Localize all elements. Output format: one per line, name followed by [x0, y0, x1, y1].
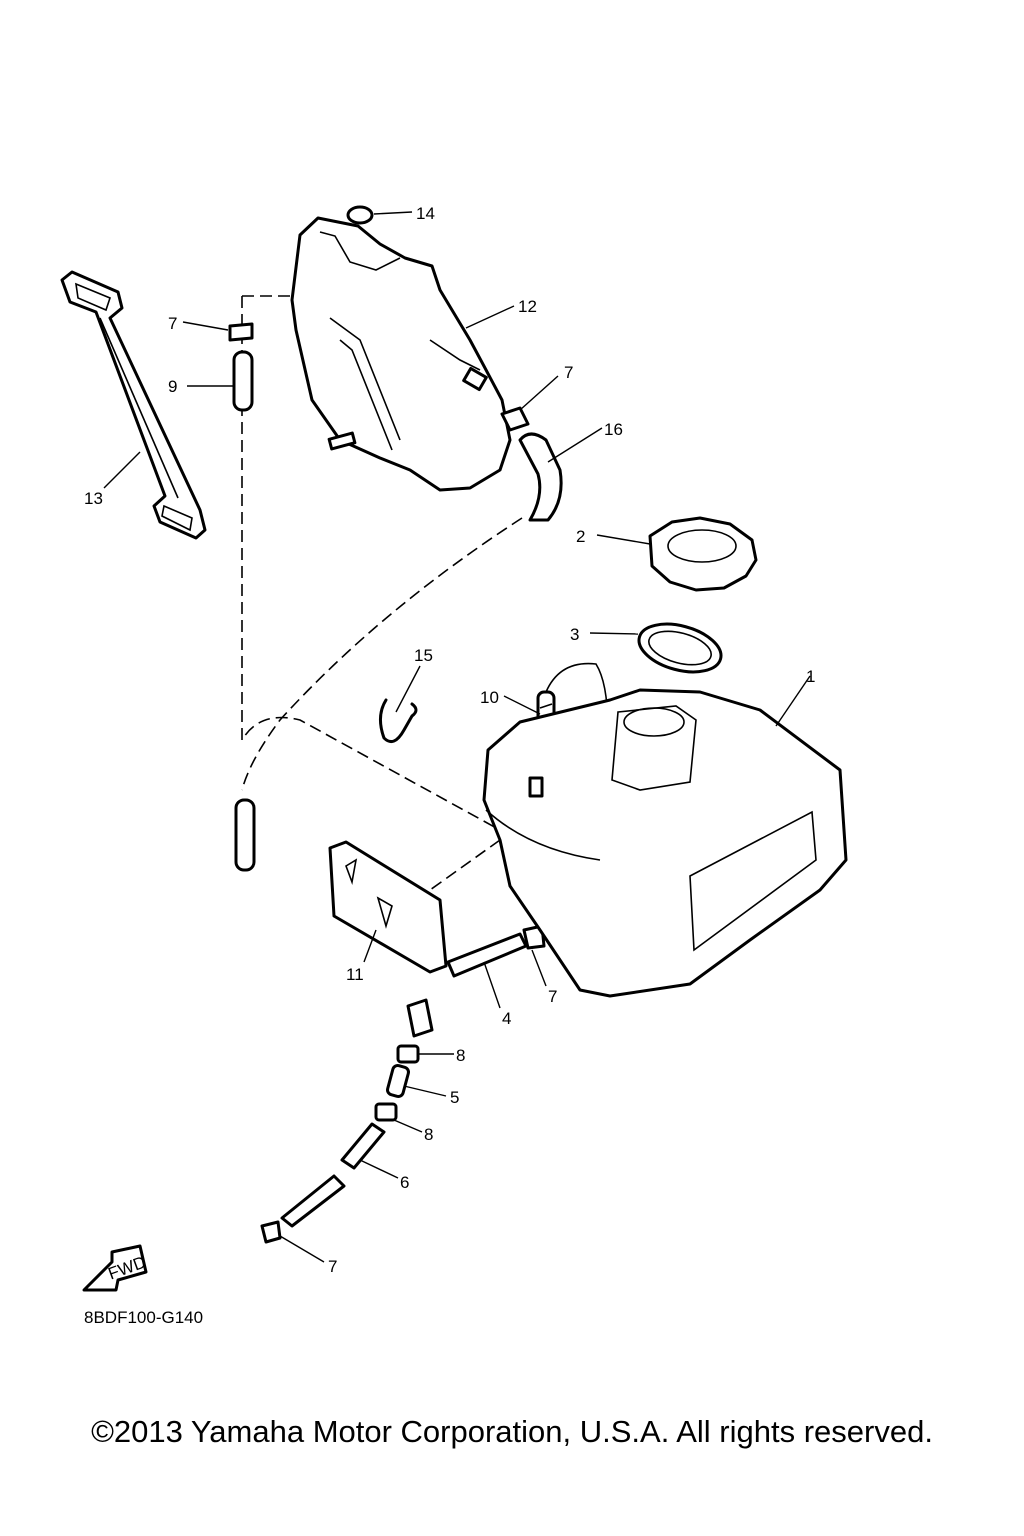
hose-part-9 [232, 350, 254, 412]
filter-part-5 [386, 1064, 410, 1098]
callout-7-upper-right: 7 [564, 363, 573, 382]
callout-3: 3 [570, 625, 579, 644]
hose-end [234, 798, 256, 872]
callout-7-upper-left: 7 [168, 314, 177, 333]
callout-7-middle: 7 [548, 987, 557, 1006]
clip-part-7-upper-left [228, 322, 254, 342]
hose-part-16 [518, 432, 563, 522]
callout-6: 6 [400, 1173, 409, 1192]
clamp-part-8-upper [396, 1044, 420, 1064]
callout-13: 13 [84, 489, 103, 508]
callout-7-lower: 7 [328, 1257, 337, 1276]
plug-part-14 [346, 205, 374, 225]
forward-arrow-icon: FWD [82, 1244, 149, 1292]
callout-16: 16 [604, 420, 623, 439]
clip-part-7-middle [522, 924, 546, 950]
routing-lines [241, 295, 523, 891]
clip-part-7-lower [260, 1220, 282, 1244]
callout-8-lower: 8 [424, 1125, 433, 1144]
callout-15: 15 [414, 646, 433, 665]
diagram-code: 8BDF100-G140 [84, 1308, 204, 1327]
strap-part-13 [60, 270, 207, 540]
callout-5: 5 [450, 1088, 459, 1107]
cap-part-2 [648, 516, 758, 592]
tank-part-12 [290, 216, 512, 492]
clip-part-15 [379, 698, 418, 744]
copyright-notice: ©2013 Yamaha Motor Corporation, U.S.A. A… [91, 1414, 933, 1449]
callout-labels: 14 12 7 7 9 16 13 2 3 15 10 1 11 4 7 8 5… [84, 204, 815, 1276]
callout-10: 10 [480, 688, 499, 707]
callout-4: 4 [502, 1009, 511, 1028]
callout-8-upper: 8 [456, 1046, 465, 1065]
fuel-tank-part-1 [482, 688, 848, 998]
callout-12: 12 [518, 297, 537, 316]
clip-part-7-upper-right [500, 406, 530, 432]
hose-part-6 [280, 1122, 386, 1228]
pad-part-11 [328, 840, 448, 974]
callout-1: 1 [806, 667, 815, 686]
callout-11: 11 [346, 965, 364, 984]
callout-14: 14 [416, 204, 435, 223]
callout-2: 2 [576, 527, 585, 546]
hose-part-4 [406, 932, 528, 1038]
callout-9: 9 [168, 377, 177, 396]
leader-lines [103, 211, 811, 1263]
clamp-part-8-lower [374, 1102, 398, 1122]
gasket-part-3 [637, 622, 723, 674]
